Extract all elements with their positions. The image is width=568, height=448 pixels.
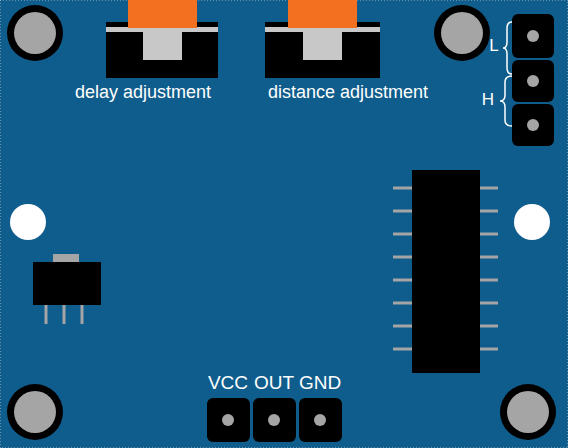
hole-ring [7,5,63,61]
mounting-holes [7,5,556,440]
pot-slot [143,30,182,60]
pin-pad [512,14,554,58]
ic-body [412,170,480,373]
regulator-body [33,262,101,305]
pin [314,414,326,426]
pot-knob [128,0,197,28]
pin-pad [253,398,296,442]
pot-label: delay adjustment [75,83,211,103]
regulator-tab [53,254,79,263]
hole [507,391,549,433]
jumper-label: H [482,91,494,110]
jumper-label: L [489,37,498,56]
pot-knob [288,0,357,28]
potentiometer [265,0,380,78]
pin-name: VCC [208,373,248,394]
ic-chip [393,170,498,373]
pin-pad [299,398,342,442]
hole [441,12,483,54]
pot-label: distance adjustment [268,83,428,103]
regulator-legs [46,305,82,324]
bracket [503,22,512,74]
pot-body [265,22,380,78]
regulator [33,254,101,324]
hole-ring [7,384,63,440]
pin [222,414,234,426]
potentiometer [106,0,218,78]
brackets [500,22,512,126]
pin-name: OUT [254,373,294,394]
pot-body [106,22,218,78]
output-header [207,398,342,442]
hole [14,12,56,54]
hole [14,391,56,433]
pin [527,119,539,131]
pin-pad [512,104,554,146]
pin-pad [207,398,250,442]
pin [268,414,280,426]
pin-pad [512,60,554,102]
pin-name: GND [299,373,341,394]
jumper-header [512,14,554,146]
side-hole [10,204,46,240]
hole-ring [434,5,490,61]
pin [527,75,539,87]
pot-slot [303,30,342,60]
side-hole [514,204,550,240]
hole-ring [500,384,556,440]
bracket [500,76,512,126]
pin [527,30,539,42]
